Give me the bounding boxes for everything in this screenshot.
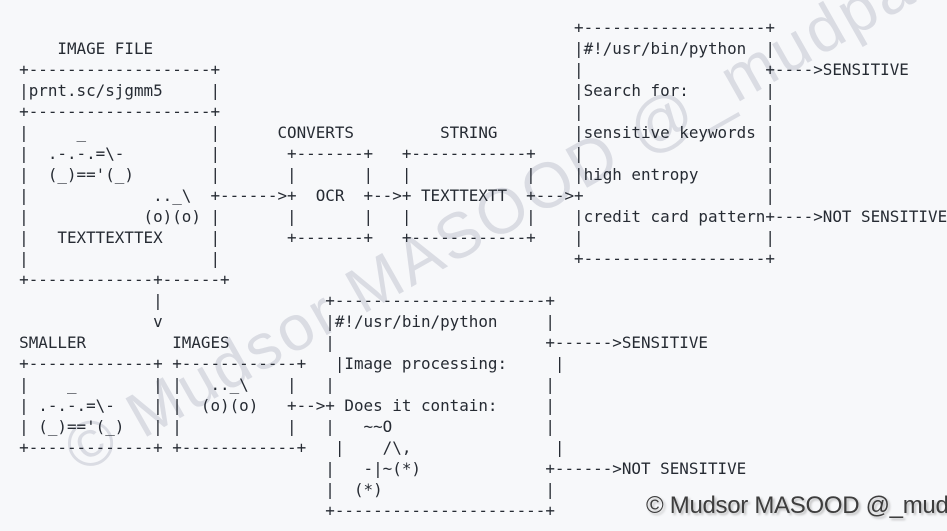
author-credit-watermark: © Mudsor MASOOD @_mudpak xyxy=(646,492,947,519)
